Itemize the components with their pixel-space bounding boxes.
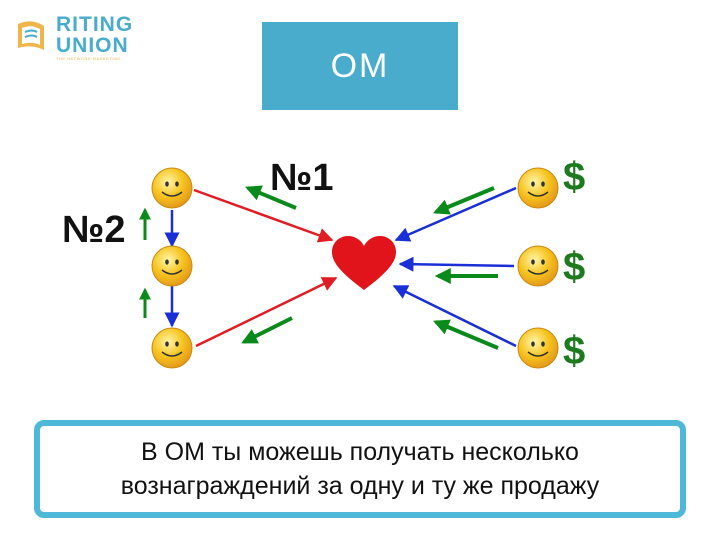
label-n2: №2 (62, 209, 126, 251)
caption-box: В ОМ ты можешь получать несколько вознаг… (34, 420, 686, 518)
blue-arrow-bottom (392, 284, 517, 348)
title: ОМ (330, 46, 390, 85)
book-logo-icon (18, 21, 44, 50)
logo-tagline: THE NETWORK MARKETING (56, 56, 121, 61)
green-arrow-bottom-right (433, 319, 499, 350)
red-arrow-top (193, 188, 334, 243)
caption-text: В ОМ ты можешь получать несколько вознаг… (120, 438, 600, 500)
dollar-sign-bottom: $ (563, 329, 585, 373)
smiley-face-icon (151, 327, 193, 369)
heart-icon (332, 236, 396, 290)
dollar-sign-top: $ (563, 155, 585, 199)
green-arrow-bottom-left (241, 316, 293, 344)
smiley-face-icon (151, 167, 193, 209)
smiley-face-icon (517, 167, 559, 209)
label-n1: №1 (270, 157, 334, 199)
blue-arrow-top (394, 186, 517, 242)
logo-line1: RITING (56, 13, 134, 36)
referral-diagram: №1 №2 $ $ $ (62, 155, 585, 373)
smiley-face-icon (151, 245, 193, 287)
logo-line2: UNION (56, 34, 129, 57)
dollar-sign-middle: $ (563, 245, 585, 289)
title-box: ОМ (262, 22, 458, 110)
smiley-face-icon (517, 327, 559, 369)
smiley-face-icon (517, 245, 559, 287)
green-arrow-n1 (245, 185, 297, 210)
logo-wordmark: RITING UNION (56, 14, 133, 56)
red-arrow-bottom (195, 276, 338, 348)
green-arrow-top-right (433, 186, 495, 215)
blue-arrow-middle (398, 256, 515, 272)
writing-union-logo: RITING UNION THE NETWORK MARKETING (12, 14, 152, 61)
